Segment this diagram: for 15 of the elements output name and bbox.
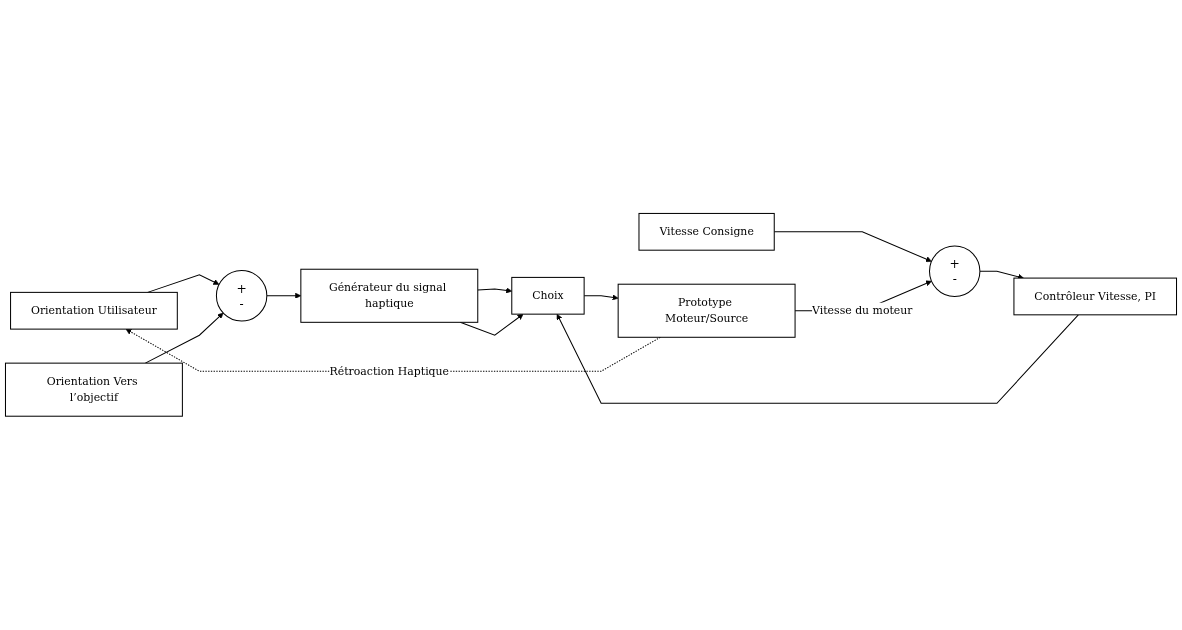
node-box: Vitesse Consigne [638, 213, 775, 251]
node-circle: + - [929, 245, 981, 298]
node-box: Contrôleur Vitesse, PI [1013, 277, 1178, 316]
edge-label: Vitesse du moteur [812, 304, 913, 318]
arrow [979, 270, 1024, 280]
node-box: Orientation Utilisateur [10, 292, 178, 330]
node-box: Choix [511, 277, 585, 315]
node-box: Générateur du signal haptique [300, 268, 479, 323]
node-circle: + - [215, 270, 268, 322]
arrow [147, 274, 220, 294]
node-box: Orientation Vers l’objectif [4, 362, 183, 417]
node-box: Prototype Moteur/Source [617, 283, 796, 338]
arrow [144, 312, 224, 364]
edge-label: Rétroaction Haptique [329, 364, 450, 378]
arrow [556, 314, 1079, 404]
